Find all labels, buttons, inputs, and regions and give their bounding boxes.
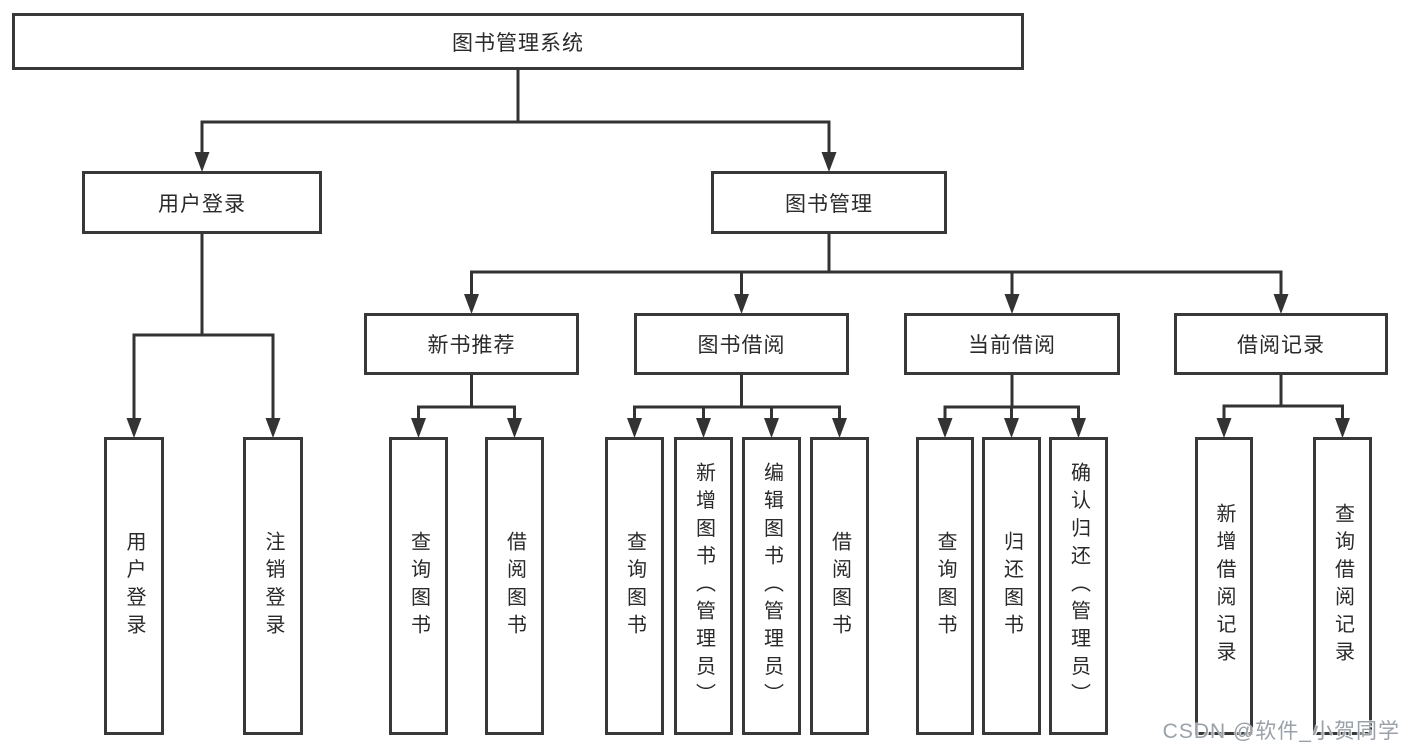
node-label-current-borrowing: 当前借阅 (968, 334, 1056, 357)
edge-arrowhead (1004, 418, 1019, 438)
watermark-text: CSDN @软件_小贺同学 (1162, 720, 1400, 743)
node-label-new-book-recommend: 新书推荐 (427, 334, 516, 357)
node-bb-borrow-book: 借阅图书 (810, 437, 869, 735)
edge-arrowhead (821, 152, 837, 172)
edge-arrowhead (627, 418, 642, 438)
node-leaf-user-login: 用户登录 (104, 437, 164, 735)
edge-arrowhead (194, 152, 210, 172)
node-label-book-management: 图书管理 (785, 192, 873, 216)
node-label-cb-return-book: 归还图书 (1000, 530, 1023, 642)
node-bb-edit-book-admin: 编辑图书（管理员） (742, 437, 801, 735)
node-label-bb-borrow-book: 借阅图书 (828, 530, 851, 642)
node-label-bb-add-book-admin: 新增图书（管理员） (692, 461, 715, 711)
node-label-leaf-logout: 注销登录 (262, 530, 284, 642)
edge-arrowhead (507, 418, 522, 438)
node-label-nb-borrow-book: 借阅图书 (503, 530, 526, 642)
node-label-leaf-user-login: 用户登录 (123, 530, 145, 642)
node-user-login: 用户登录 (82, 171, 322, 234)
node-label-bb-query-book: 查询图书 (623, 530, 646, 642)
edge-arrowhead (1004, 294, 1020, 314)
node-label-br-query-record: 查询借阅记录 (1331, 503, 1354, 669)
edge-arrowhead (464, 294, 479, 314)
edge-arrowhead (696, 418, 711, 438)
edge-arrowhead (1071, 418, 1086, 438)
node-label-library-system-root: 图书管理系统 (452, 31, 584, 55)
edge-arrowhead (1335, 418, 1350, 438)
node-cb-return-book: 归还图书 (982, 437, 1041, 735)
node-library-system-root: 图书管理系统 (12, 13, 1024, 70)
edge-arrowhead (126, 418, 142, 438)
node-bb-add-book-admin: 新增图书（管理员） (674, 437, 733, 735)
edge-arrowhead (265, 418, 281, 438)
node-current-borrowing: 当前借阅 (904, 313, 1120, 375)
edge-arrowhead (764, 418, 779, 438)
node-nb-borrow-book: 借阅图书 (485, 437, 544, 735)
node-borrowing-records: 借阅记录 (1174, 313, 1388, 375)
node-book-management: 图书管理 (711, 171, 947, 234)
node-label-borrowing-records: 借阅记录 (1237, 334, 1325, 357)
node-label-book-borrowing: 图书借阅 (697, 334, 786, 357)
edge-arrowhead (832, 418, 847, 438)
node-label-nb-query-book: 查询图书 (407, 530, 430, 642)
node-label-br-add-record: 新增借阅记录 (1213, 503, 1235, 669)
node-cb-query-book: 查询图书 (916, 437, 974, 735)
node-br-query-record: 查询借阅记录 (1313, 437, 1372, 735)
node-label-bb-edit-book-admin: 编辑图书（管理员） (760, 461, 783, 711)
edge-arrowhead (411, 418, 426, 438)
node-cb-confirm-return-admin: 确认归还（管理员） (1049, 437, 1108, 735)
node-nb-query-book: 查询图书 (389, 437, 448, 735)
node-book-borrowing: 图书借阅 (634, 313, 849, 375)
edge-arrowhead (734, 294, 749, 314)
edge-arrowhead (1216, 418, 1232, 438)
node-bb-query-book: 查询图书 (605, 437, 664, 735)
node-new-book-recommend: 新书推荐 (364, 313, 579, 375)
node-label-user-login: 用户登录 (158, 192, 246, 216)
edge-arrowhead (937, 418, 953, 438)
edge-arrowhead (1273, 294, 1289, 314)
node-leaf-logout: 注销登录 (243, 437, 303, 735)
node-br-add-record: 新增借阅记录 (1195, 437, 1253, 735)
node-label-cb-confirm-return-admin: 确认归还（管理员） (1067, 461, 1090, 711)
node-label-cb-query-book: 查询图书 (934, 530, 956, 642)
